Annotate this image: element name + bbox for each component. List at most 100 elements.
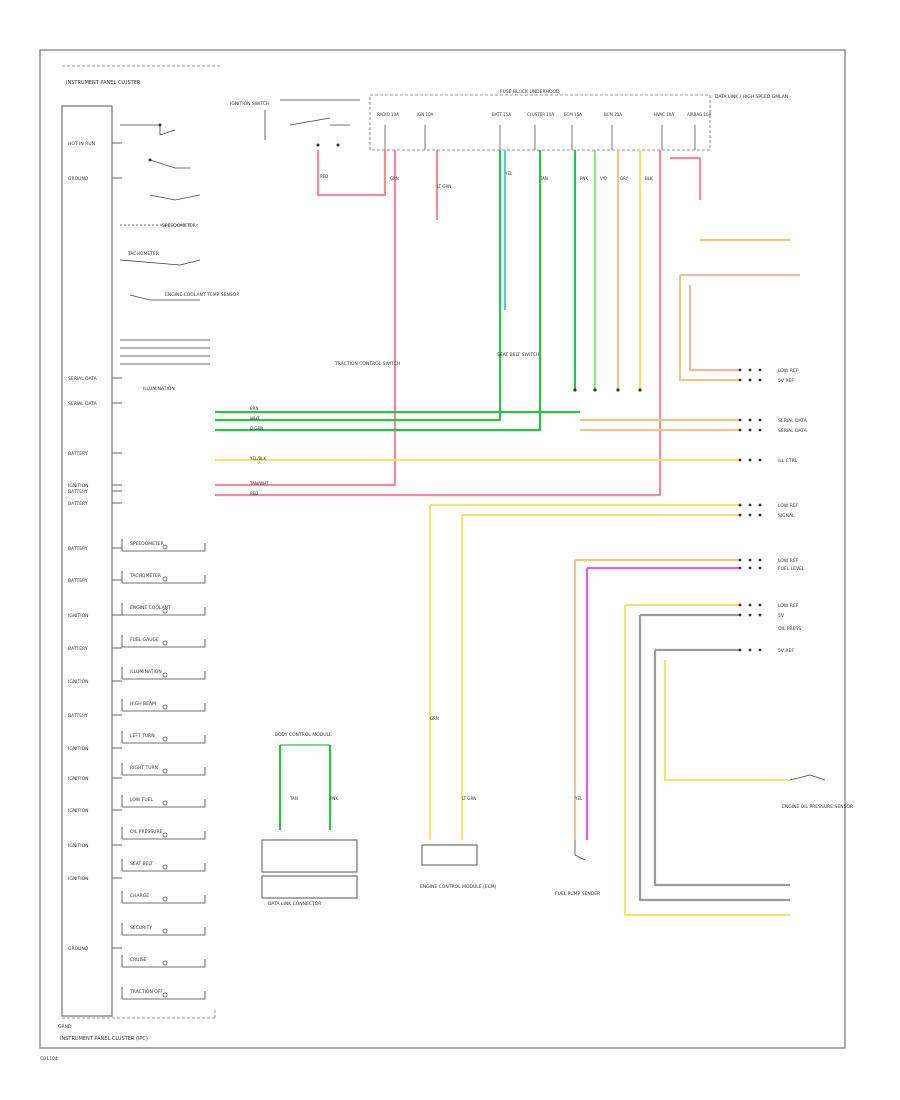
connector-pin	[748, 378, 752, 382]
ipc-pin-label: BATTERY	[68, 578, 88, 584]
ipc-pin-label: BATTERY	[68, 501, 88, 507]
right-pin-label: SIGNAL	[778, 513, 795, 519]
connector-pin	[758, 428, 762, 432]
right-pin-label: LOW REF	[778, 558, 799, 564]
right-block-label: DATA LINK / HIGH SPEED GMLAN	[715, 94, 788, 100]
ipc-indicator-bulb-icon	[162, 832, 168, 838]
ipc-pin-label: IGNITION	[68, 808, 89, 814]
ipc-pin-label: HOT IN RUN	[68, 141, 95, 147]
ipc-enclosure	[62, 65, 220, 1019]
connector-pin	[758, 566, 762, 570]
right-pin-label: 5V	[778, 613, 785, 619]
ipc-pin-label: BATTERY	[68, 451, 88, 457]
page-reference: CB1104	[40, 1056, 58, 1062]
connector-pin	[738, 503, 742, 507]
splice-dot	[573, 388, 577, 392]
splice-dot	[616, 388, 620, 392]
ipc-indicator-lamp	[121, 763, 206, 776]
wire-segment	[678, 275, 740, 382]
connector-pin	[758, 648, 762, 652]
oil-pressure-block: ENGINE OIL PRESSURE SENSOR	[782, 774, 853, 810]
ipc-indicator-label: SPEEDOMETER	[130, 541, 164, 547]
wire-code-label: YEL	[574, 796, 583, 801]
ipc-pin-label: GROUND	[68, 176, 89, 182]
connector-pin	[758, 368, 762, 372]
ipc-indicator-label: HIGH BEAM	[130, 701, 156, 707]
ipc-ground-label: GRND	[58, 1024, 72, 1030]
fuse-label: ECM 15A	[564, 112, 582, 117]
ipc-indicator-bulb-icon	[162, 544, 168, 550]
right-pin-label: LOW REF	[778, 603, 799, 609]
right-pin-label: 5V REF	[778, 648, 794, 654]
connector-pin	[738, 648, 742, 652]
diagram-title: INSTRUMENT PANEL CLUSTER (IPC)	[60, 1036, 148, 1042]
data-link-block: DATA LINK CONNECTOR BODY CONTROL MODULE	[261, 732, 358, 907]
wire-segment	[215, 150, 502, 422]
ipc-indicator-lamp	[121, 635, 206, 648]
ipc-indicator-bulb-icon	[162, 768, 168, 774]
fuse-block-label: FUSE BLOCK UNDERHOOD	[500, 89, 560, 95]
right-pin-label: OIL PRESS	[778, 626, 801, 632]
connector-pin	[748, 368, 752, 372]
ipc-connector-block	[61, 105, 113, 1017]
right-pin-label: LOW REF	[778, 368, 799, 374]
wire-segment	[653, 650, 790, 887]
ipc-pin-label: BATTERY	[68, 713, 88, 719]
connector-pin	[738, 513, 742, 517]
connector-pin	[758, 458, 762, 462]
seatbelt-label: SEAT BELT SWITCH	[497, 352, 539, 358]
ecm-label: ENGINE CONTROL MODULE (ECM)	[420, 884, 497, 890]
ipc-pin-label: IGNITION	[68, 776, 89, 782]
ipc-indicator-lamp	[121, 731, 206, 744]
ipc-header-label: INSTRUMENT PANEL CLUSTER	[66, 80, 141, 86]
ipc-indicator-bulb-icon	[162, 704, 168, 710]
ipc-indicator-bulb-icon	[162, 608, 168, 614]
ipc-indicator-label: ENGINE COOLANT	[130, 605, 171, 611]
ipc-indicator-lamp	[121, 859, 206, 872]
ipc-pin-label: IGNITION	[68, 746, 89, 752]
ipc-indicator-bulb-icon	[162, 640, 168, 646]
wire-segment	[215, 150, 542, 432]
connector-pin	[738, 458, 742, 462]
connector-pin	[748, 503, 752, 507]
connector-pin	[738, 418, 742, 422]
fuse-label: HVAC 10A	[654, 112, 674, 117]
ipc-indicator-lamp	[121, 891, 206, 904]
ipc-pin-label: IGNITION	[68, 483, 89, 489]
oil-pressure-label: ENGINE OIL PRESSURE SENSOR	[782, 804, 853, 810]
connector-pin	[748, 558, 752, 562]
wire-code-label: GRY	[620, 176, 629, 181]
fuse-label: CLUSTER 10A	[527, 112, 554, 117]
connector-pin	[758, 378, 762, 382]
wire-code-label: YEL/BLK	[249, 456, 267, 461]
wire-code-label: BRN	[250, 406, 259, 411]
connector-pin	[758, 418, 762, 422]
ipc-indicator-lamp	[121, 571, 206, 584]
ipc-indicator-label: RIGHT TURN	[130, 765, 158, 771]
ipc-indicator-lamp	[121, 603, 206, 616]
ipc-pin-label: BATTERY	[68, 489, 88, 495]
connector-pin	[748, 418, 752, 422]
connector-pin	[748, 613, 752, 617]
wire-code-label: PNK	[580, 176, 588, 181]
right-pin-label: 5V REF	[778, 378, 794, 384]
ipc-indicator-lamp	[121, 987, 206, 1000]
wire-code-label: D GRN	[250, 426, 263, 431]
fuel-pump-block: FUEL PUMP SENDER	[555, 840, 600, 897]
fuse-label: AIRBAG 10A	[687, 112, 712, 117]
connector-pin	[738, 603, 742, 607]
connector-pin	[758, 513, 762, 517]
ipc-indicator-label: TRACTION OFF	[129, 989, 163, 995]
ipc-indicator-lamp	[121, 667, 206, 680]
ignition-switch: IGNITION SWITCH	[230, 99, 360, 147]
ipc-indicator-label: SEAT BELT	[130, 861, 153, 867]
diagram-frame	[39, 49, 846, 1049]
connector-pin	[748, 428, 752, 432]
connector-pin	[738, 428, 742, 432]
ipc-indicator-lamp	[121, 923, 206, 936]
illumination-label: ILLUMINATION	[143, 386, 175, 392]
